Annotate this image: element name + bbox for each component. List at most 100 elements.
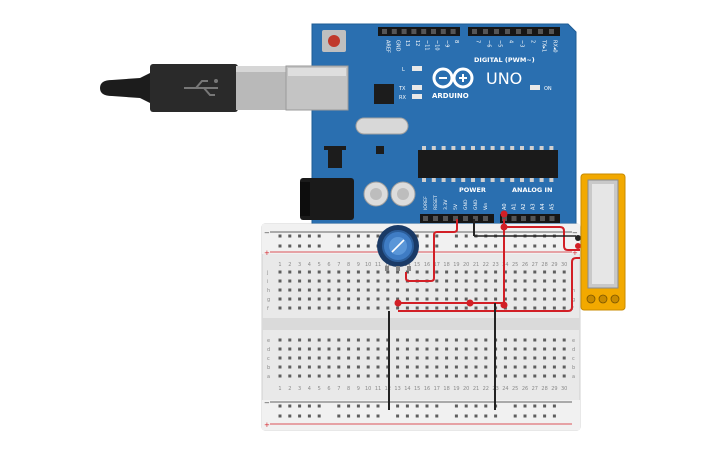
power-pin-hole[interactable]	[463, 216, 468, 221]
breadboard-hole[interactable]	[562, 297, 566, 301]
breadboard-hole[interactable]	[327, 338, 331, 342]
breadboard-hole[interactable]	[484, 365, 488, 369]
breadboard-hole[interactable]	[533, 374, 537, 378]
breadboard-hole[interactable]	[307, 288, 311, 292]
rail-hole[interactable]	[533, 404, 537, 408]
breadboard-hole[interactable]	[562, 356, 566, 360]
breadboard-hole[interactable]	[415, 288, 419, 292]
wire-to-slider-power[interactable]	[504, 226, 580, 251]
rail-hole[interactable]	[347, 414, 351, 418]
breadboard-hole[interactable]	[307, 306, 311, 310]
rail-hole[interactable]	[307, 244, 311, 248]
breadboard-hole[interactable]	[366, 270, 370, 274]
breadboard-hole[interactable]	[376, 270, 380, 274]
breadboard-hole[interactable]	[307, 374, 311, 378]
breadboard-hole[interactable]	[523, 338, 527, 342]
breadboard-hole[interactable]	[494, 297, 498, 301]
digital-pin-hole[interactable]	[483, 29, 488, 34]
breadboard-hole[interactable]	[445, 306, 449, 310]
breadboard-hole[interactable]	[425, 306, 429, 310]
breadboard-hole[interactable]	[278, 270, 282, 274]
breadboard-hole[interactable]	[307, 356, 311, 360]
breadboard-hole[interactable]	[415, 306, 419, 310]
rail-hole[interactable]	[425, 404, 429, 408]
breadboard-hole[interactable]	[552, 356, 556, 360]
breadboard-hole[interactable]	[386, 279, 390, 283]
breadboard-hole[interactable]	[552, 306, 556, 310]
usb-cable[interactable]	[100, 64, 288, 112]
wire-to-slider-signal[interactable]	[398, 257, 580, 312]
digital-pin-hole[interactable]	[472, 29, 477, 34]
breadboard-hole[interactable]	[396, 356, 400, 360]
breadboard-hole[interactable]	[347, 306, 351, 310]
breadboard-hole[interactable]	[474, 288, 478, 292]
breadboard-hole[interactable]	[366, 306, 370, 310]
breadboard-hole[interactable]	[356, 279, 360, 283]
rail-hole[interactable]	[288, 244, 292, 248]
breadboard-hole[interactable]	[454, 338, 458, 342]
rail-hole[interactable]	[356, 414, 360, 418]
breadboard-hole[interactable]	[503, 297, 507, 301]
breadboard-hole[interactable]	[376, 347, 380, 351]
breadboard-hole[interactable]	[425, 270, 429, 274]
breadboard-hole[interactable]	[415, 270, 419, 274]
breadboard-hole[interactable]	[376, 306, 380, 310]
power-pin-hole[interactable]	[453, 216, 458, 221]
rail-hole[interactable]	[356, 244, 360, 248]
potentiometer[interactable]	[377, 225, 419, 271]
rail-hole[interactable]	[298, 404, 302, 408]
breadboard-hole[interactable]	[307, 338, 311, 342]
breadboard-hole[interactable]	[298, 365, 302, 369]
breadboard-hole[interactable]	[435, 365, 439, 369]
rail-hole[interactable]	[552, 244, 556, 248]
breadboard-hole[interactable]	[445, 297, 449, 301]
breadboard-hole[interactable]	[288, 338, 292, 342]
breadboard-hole[interactable]	[278, 297, 282, 301]
breadboard-hole[interactable]	[464, 306, 468, 310]
rail-hole[interactable]	[474, 404, 478, 408]
breadboard-hole[interactable]	[396, 306, 400, 310]
breadboard-hole[interactable]	[454, 270, 458, 274]
rail-hole[interactable]	[415, 414, 419, 418]
breadboard-hole[interactable]	[396, 288, 400, 292]
rail-hole[interactable]	[513, 404, 517, 408]
breadboard-hole[interactable]	[376, 374, 380, 378]
rail-hole[interactable]	[376, 404, 380, 408]
rail-hole[interactable]	[543, 404, 547, 408]
breadboard-hole[interactable]	[288, 356, 292, 360]
breadboard-hole[interactable]	[347, 374, 351, 378]
breadboard-hole[interactable]	[376, 297, 380, 301]
breadboard-hole[interactable]	[435, 356, 439, 360]
breadboard-hole[interactable]	[396, 347, 400, 351]
breadboard-hole[interactable]	[337, 356, 341, 360]
breadboard-hole[interactable]	[435, 270, 439, 274]
breadboard-hole[interactable]	[562, 365, 566, 369]
rail-hole[interactable]	[464, 234, 468, 238]
breadboard-hole[interactable]	[405, 338, 409, 342]
breadboard-hole[interactable]	[425, 338, 429, 342]
rail-hole[interactable]	[347, 404, 351, 408]
rail-hole[interactable]	[474, 414, 478, 418]
breadboard-hole[interactable]	[298, 270, 302, 274]
breadboard-hole[interactable]	[435, 338, 439, 342]
breadboard-hole[interactable]	[376, 365, 380, 369]
rail-hole[interactable]	[337, 234, 341, 238]
power-pin-hole[interactable]	[473, 216, 478, 221]
breadboard-hole[interactable]	[415, 356, 419, 360]
breadboard-hole[interactable]	[317, 279, 321, 283]
breadboard-hole[interactable]	[562, 279, 566, 283]
breadboard-hole[interactable]	[425, 374, 429, 378]
digital-pin-hole[interactable]	[505, 29, 510, 34]
rail-hole[interactable]	[513, 244, 517, 248]
breadboard-hole[interactable]	[327, 347, 331, 351]
rail-hole[interactable]	[543, 414, 547, 418]
rail-hole[interactable]	[425, 414, 429, 418]
breadboard-hole[interactable]	[396, 270, 400, 274]
breadboard-hole[interactable]	[513, 374, 517, 378]
reset-button[interactable]	[322, 30, 346, 52]
breadboard-hole[interactable]	[445, 356, 449, 360]
rail-hole[interactable]	[513, 414, 517, 418]
breadboard-hole[interactable]	[562, 306, 566, 310]
rail-hole[interactable]	[298, 234, 302, 238]
